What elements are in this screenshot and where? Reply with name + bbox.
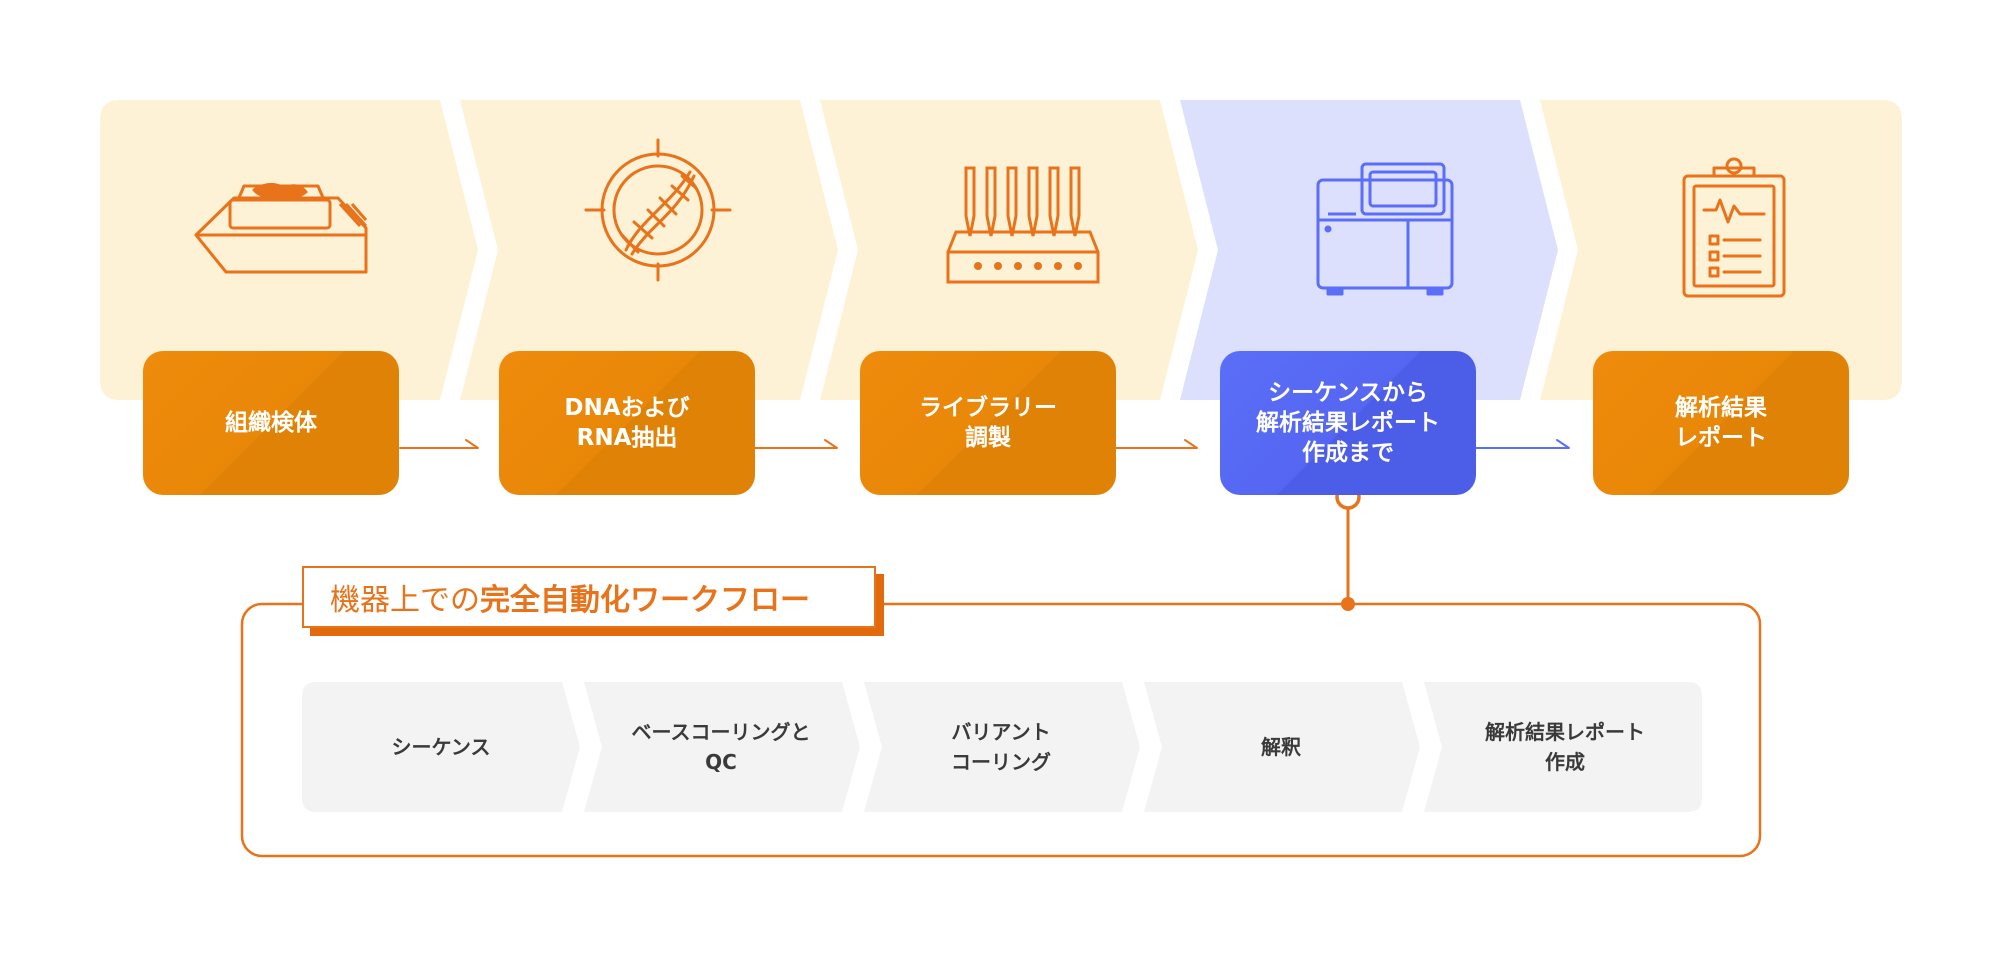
connector-arrow [754, 439, 838, 449]
workflow-title: 機器上での完全自動化ワークフロー [302, 566, 876, 628]
step-box-extraction: DNAおよび RNA抽出 [499, 351, 755, 495]
substep-report: 解析結果レポート 作成 [1440, 682, 1690, 812]
step-box-tissue: 組織検体 [143, 351, 399, 495]
workflow-title-normal: 機器上での [330, 583, 480, 618]
connector-arrow [399, 439, 479, 449]
connector-arrow [1115, 439, 1198, 449]
substep-chevrons [302, 682, 1702, 812]
substep-label: ベースコーリングと QC [631, 720, 811, 774]
substep-bg-3 [864, 682, 1140, 812]
substep-bg-5 [1424, 682, 1702, 812]
step-box-report: 解析結果 レポート [1593, 351, 1849, 495]
substep-bg-4 [1144, 682, 1420, 812]
step-label: ライブラリー 調製 [919, 395, 1057, 451]
sequencer-instrument-icon [1316, 162, 1454, 296]
connector-arrow [1475, 439, 1570, 449]
step-box-sequencing: シーケンスから 解析結果レポート 作成まで [1220, 351, 1476, 495]
tissue-cassette-icon [194, 183, 368, 274]
band-segment-3 [820, 100, 1198, 400]
step-label: DNAおよび RNA抽出 [564, 395, 690, 451]
workflow-frame [240, 602, 1762, 858]
pipette-plate-icon [946, 166, 1100, 284]
workflow-title-bold: 完全自動化ワークフロー [480, 583, 810, 618]
band-segment-1 [100, 100, 478, 400]
step-label: 解析結果 レポート [1675, 395, 1767, 451]
clipboard-report-icon [1682, 157, 1786, 298]
substep-label: 解釈 [1261, 735, 1301, 759]
step-box-library: ライブラリー 調製 [860, 351, 1116, 495]
step-connectors [399, 439, 1570, 449]
substep-label: バリアント コーリング [951, 720, 1051, 774]
workflow-link-dot [1341, 597, 1355, 611]
step-label: 組織検体 [225, 410, 317, 436]
step-label: シーケンスから 解析結果レポート 作成まで [1256, 380, 1440, 466]
substep-bg-2 [584, 682, 860, 812]
substep-interpretation: 解釈 [1156, 682, 1406, 812]
band-segment-2 [460, 100, 838, 400]
substep-basecalling: ベースコーリングと QC [596, 682, 846, 812]
band-segment-5 [1540, 100, 1902, 400]
substep-label: シーケンス [391, 735, 491, 759]
substep-label: 解析結果レポート 作成 [1485, 720, 1645, 774]
dna-target-icon [584, 138, 732, 282]
substep-bg-1 [302, 682, 580, 812]
substep-variant-calling: バリアント コーリング [876, 682, 1126, 812]
substep-sequencing: シーケンス [316, 682, 566, 812]
band-segment-4-active [1180, 100, 1558, 400]
